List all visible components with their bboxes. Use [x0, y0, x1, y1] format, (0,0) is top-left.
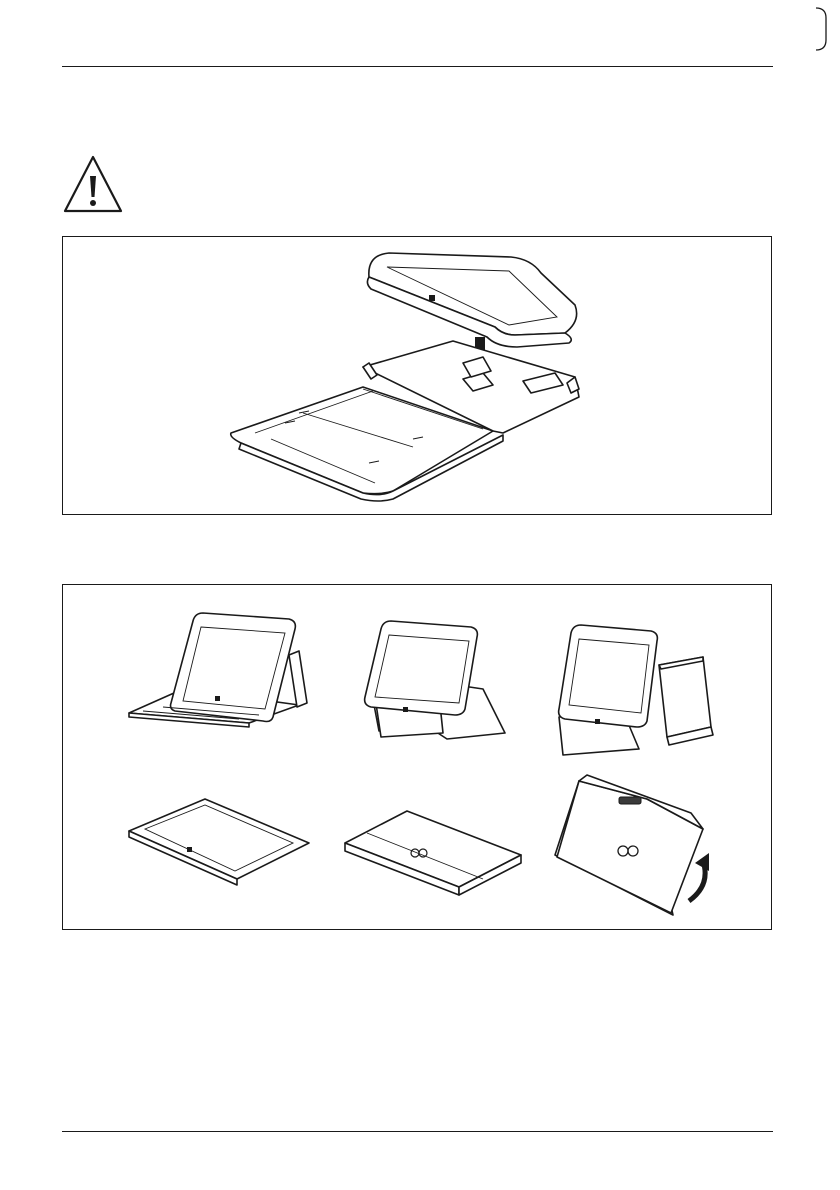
page-corner-mark — [812, 6, 832, 52]
panel-cradle-mode-with-case — [365, 621, 505, 739]
figure-usage-modes — [62, 584, 772, 930]
panel-cradle-mode-with-stand — [559, 625, 713, 755]
windows-button-icon — [403, 707, 408, 712]
panel-closed-case — [345, 811, 521, 895]
windows-button-icon — [595, 719, 600, 724]
folio-case-illustration — [231, 341, 579, 501]
panel-flat-mode — [129, 799, 309, 885]
header-rule — [62, 66, 773, 67]
figure-insert-tablet — [62, 236, 772, 515]
tablet-illustration — [367, 253, 576, 347]
windows-button-icon — [187, 847, 192, 852]
windows-button-icon — [215, 696, 220, 701]
usage-modes-illustration — [63, 585, 771, 929]
panel-case-back-stand — [555, 775, 709, 915]
warning-triangle-icon — [62, 154, 124, 214]
windows-button-icon — [429, 295, 435, 301]
panel-stand-mode-with-case — [129, 613, 307, 727]
footer-rule — [62, 1131, 773, 1132]
tablet-insert-into-case-illustration — [63, 237, 771, 514]
